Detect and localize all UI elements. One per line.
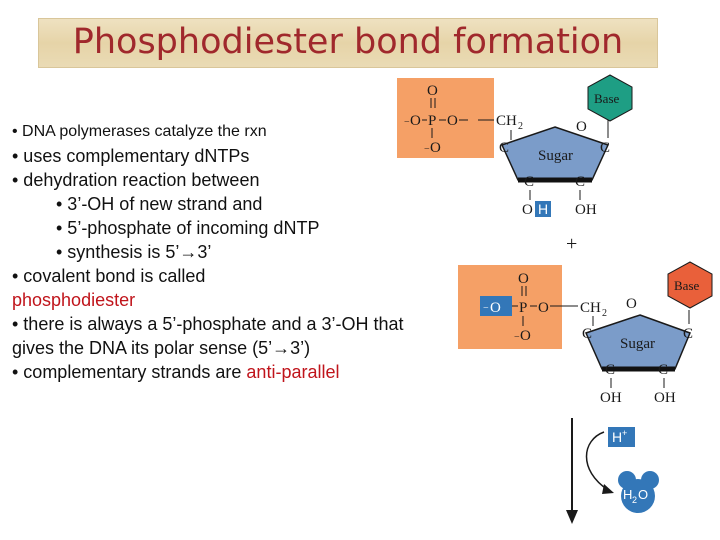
water-release-arrow <box>585 431 609 491</box>
title-banner: Phosphodiester bond formation <box>38 18 658 68</box>
bullet-list: • DNA polymerases catalyze the rxn • use… <box>12 120 407 384</box>
sub-bullet-item: • synthesis is 5’→3’ <box>56 242 212 262</box>
bullet-item: • complementary strands are anti-paralle… <box>12 360 407 384</box>
water-h: H <box>623 487 632 502</box>
carbon-2: C <box>575 174 585 190</box>
water-release-arrowhead <box>602 484 614 494</box>
hydrogen-ion-charge: + <box>622 428 627 438</box>
carbon-1: C <box>683 326 693 342</box>
base-label: Base <box>674 278 700 293</box>
carbon-3: C <box>605 362 615 378</box>
bullet-item: • dehydration reaction between <box>12 170 260 190</box>
base-hexagon-incoming <box>667 261 713 309</box>
hydroxyl-3prime: OH <box>600 390 622 406</box>
phosphate-o-right: O <box>447 113 458 129</box>
phosphate-o-low: O <box>430 140 441 156</box>
carbon-4: C <box>499 140 509 156</box>
minus-sign: − <box>424 144 430 155</box>
sugar-label: Sugar <box>620 336 655 352</box>
phosphodiester-term: phosphodiester <box>12 290 136 310</box>
base-label: Base <box>594 91 620 106</box>
bullet-antiparallel-text: • complementary strands are <box>12 362 242 382</box>
plus-sign: + <box>566 233 577 255</box>
water-o: O <box>638 487 648 502</box>
sub-bullet-item: • 3’-OH of new strand and <box>56 194 263 214</box>
carbon-2: C <box>658 362 668 378</box>
phosphate-p: P <box>428 113 436 129</box>
sugar-label: Sugar <box>538 148 573 164</box>
hydrogen-ion-box <box>608 427 635 447</box>
ch2-subscript: 2 <box>602 308 607 319</box>
hydroxyl-2prime: OH <box>575 202 597 218</box>
hydroxyl-2prime: OH <box>654 390 676 406</box>
phosphate-o-low: O <box>520 328 531 344</box>
minus-sign: − <box>514 332 520 343</box>
hydrogen-ion: H <box>612 429 622 445</box>
ch2-group: CH <box>580 300 601 316</box>
carbon-4: C <box>582 326 592 342</box>
phosphate-o-right: O <box>538 300 549 316</box>
ch2-subscript: 2 <box>518 121 523 132</box>
ring-oxygen: O <box>576 119 587 135</box>
ring-oxygen: O <box>626 296 637 312</box>
bullet-item: • DNA polymerases catalyze the rxn <box>12 123 267 140</box>
bullet-item: • there is always a 5’-phosphate and a 3… <box>12 314 404 358</box>
bullet-item: • covalent bond is called phosphodiester <box>12 264 407 312</box>
carbon-3: C <box>524 174 534 190</box>
phosphate-o-top: O <box>518 271 529 287</box>
slide-title: Phosphodiester bond formation <box>72 22 624 62</box>
antiparallel-term: anti-parallel <box>246 362 340 382</box>
base-hexagon <box>587 74 633 122</box>
carbon-1: C <box>600 140 610 156</box>
bullet-covalent-text: • covalent bond is called <box>12 266 206 286</box>
phosphate-o-minus: O <box>410 113 421 129</box>
water-molecule-icon <box>621 479 655 513</box>
phosphate-o-top: O <box>427 83 438 99</box>
bullet-item: • uses complementary dNTPs <box>12 146 250 166</box>
phosphate-o-minus: O <box>490 300 501 316</box>
oxygen-3prime: O <box>522 202 533 218</box>
reaction-arrow-head <box>566 510 578 524</box>
hydrogen-highlight <box>535 201 551 217</box>
phosphate-box <box>397 78 494 158</box>
phosphate-p: P <box>519 300 527 316</box>
oxygen-highlight <box>480 296 512 316</box>
hydrogen-3prime: H <box>538 201 548 217</box>
sub-bullet-item: • 5’-phosphate of incoming dNTP <box>56 218 320 238</box>
water-subscript: 2 <box>632 495 637 505</box>
minus-sign: − <box>483 303 489 314</box>
ch2-group: CH <box>496 113 517 129</box>
minus-sign: − <box>404 117 410 128</box>
